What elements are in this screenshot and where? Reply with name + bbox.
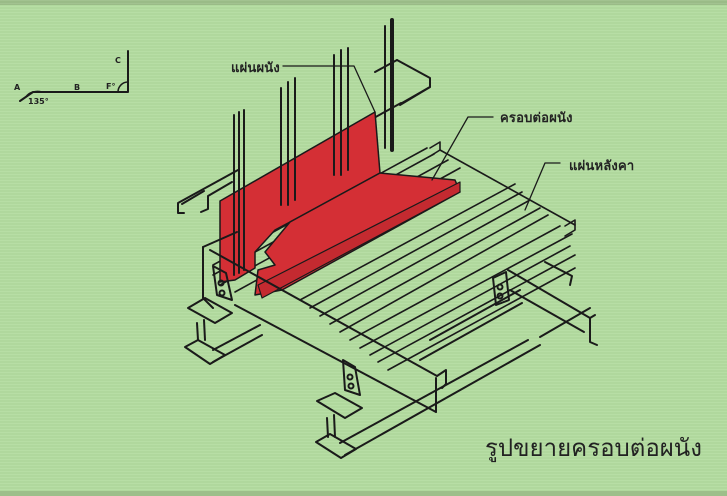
profile-point-c: C [115, 56, 121, 65]
figure-caption: รูปขยายครอบต่อผนัง [485, 434, 702, 462]
label-roof-sheet: แผ่นหลังคา [569, 159, 635, 174]
right-support-beam [419, 261, 598, 361]
left-purlin [177, 169, 239, 214]
flashing-profile-sketch [19, 50, 129, 102]
left-support-i-beam [184, 265, 263, 365]
label-wall-sheet: แผ่นผนัง [231, 61, 280, 76]
profile-angle-a: 135° [28, 97, 49, 106]
profile-angle-bc: F° [106, 82, 116, 91]
wall-sheet-ribs [233, 18, 394, 276]
label-wall-flashing: ครอบต่อผนัง [500, 111, 573, 126]
bottom-border-band [0, 491, 727, 496]
back-purlin [371, 59, 431, 120]
leader-lines [282, 65, 561, 211]
top-border-band [0, 0, 727, 5]
middle-support-i-beam [315, 339, 541, 459]
profile-point-b: B [74, 83, 81, 92]
profile-point-a: A [14, 83, 21, 92]
